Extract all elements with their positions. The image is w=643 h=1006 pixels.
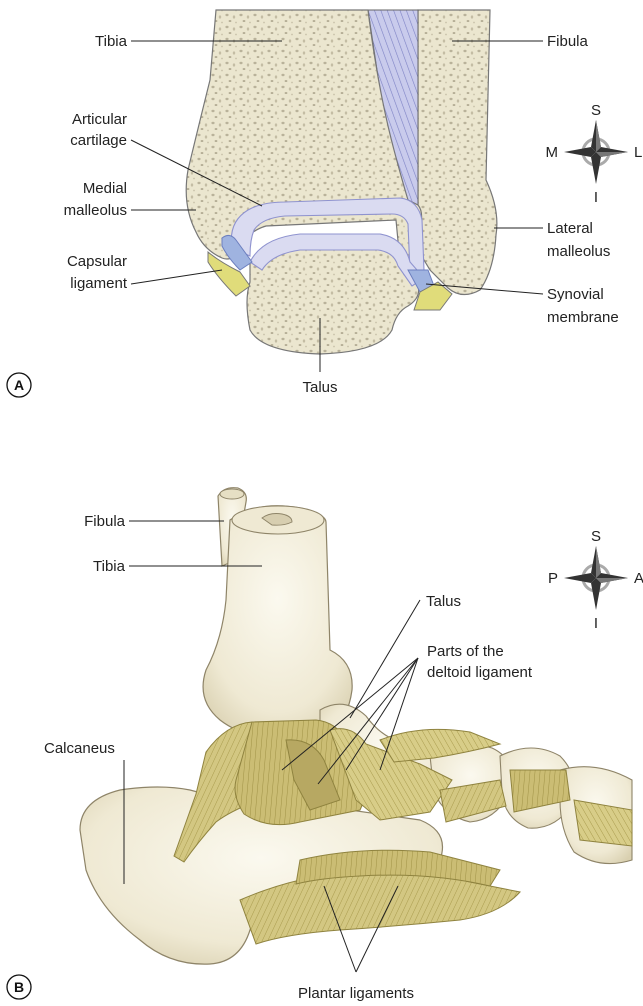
compass-b-top: S bbox=[591, 528, 601, 545]
compass-b: S I P A bbox=[548, 528, 643, 632]
compass-b-right: A bbox=[634, 570, 643, 587]
label-capsular-1: Capsular bbox=[67, 253, 127, 270]
compass-a-right: L bbox=[634, 144, 642, 161]
label-tibia-a: Tibia bbox=[95, 33, 128, 50]
label-talus-b: Talus bbox=[426, 593, 461, 610]
label-synovial-2: membrane bbox=[547, 309, 619, 326]
compass-b-left: P bbox=[548, 570, 558, 587]
label-medial-2: malleolus bbox=[64, 202, 127, 219]
leader-capsular bbox=[131, 270, 222, 284]
label-lateral-1: Lateral bbox=[547, 220, 593, 237]
compass-a-top: S bbox=[591, 102, 601, 119]
label-calcaneus: Calcaneus bbox=[44, 740, 115, 757]
label-articular-1: Articular bbox=[72, 111, 127, 128]
compass-b-bottom: I bbox=[594, 615, 598, 632]
label-fibula-b: Fibula bbox=[84, 513, 126, 530]
panel-a-letter: A bbox=[14, 377, 24, 393]
panel-b: Fibula Tibia Talus Parts of the deltoid … bbox=[7, 488, 643, 1002]
compass-a: S I M L bbox=[546, 102, 643, 206]
panel-a: Tibia Fibula Articular cartilage Medial … bbox=[7, 10, 642, 397]
label-articular-2: cartilage bbox=[70, 132, 127, 149]
label-lateral-2: malleolus bbox=[547, 243, 610, 260]
label-tibia-b: Tibia bbox=[93, 558, 126, 575]
fibula-bone-a bbox=[418, 10, 497, 295]
label-deltoid-2: deltoid ligament bbox=[427, 664, 533, 681]
label-plantar: Plantar ligaments bbox=[298, 985, 414, 1002]
label-capsular-2: ligament bbox=[70, 275, 128, 292]
label-fibula-a: Fibula bbox=[547, 33, 589, 50]
compass-a-left: M bbox=[546, 144, 559, 161]
label-synovial-1: Synovial bbox=[547, 286, 604, 303]
compass-a-bottom: I bbox=[594, 189, 598, 206]
panel-b-letter: B bbox=[14, 979, 24, 995]
label-medial-1: Medial bbox=[83, 180, 127, 197]
label-talus-a: Talus bbox=[302, 379, 337, 396]
label-deltoid-1: Parts of the bbox=[427, 643, 504, 660]
